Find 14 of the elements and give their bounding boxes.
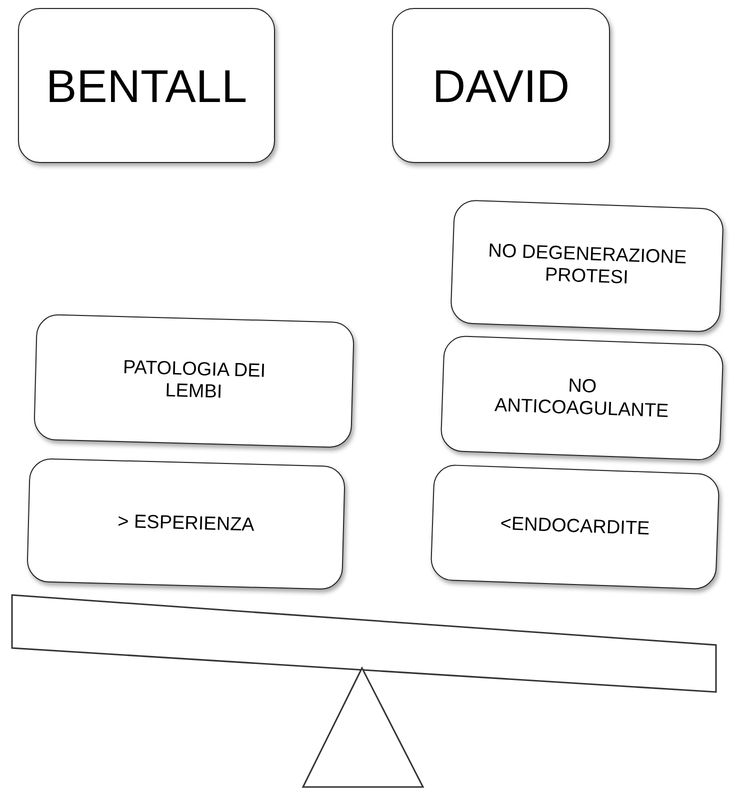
factor-box xyxy=(26,458,346,590)
box-label: PATOLOGIA DEI LEMBI xyxy=(122,356,267,405)
factor-box xyxy=(33,314,355,448)
box-label: NO ANTICOAGULANTE xyxy=(493,374,670,424)
box-label: BENTALL xyxy=(46,58,248,112)
box-label: NO DEGENERAZIONE PROTESI xyxy=(486,240,688,290)
box-label: > ESPERIENZA xyxy=(117,511,255,537)
factor-box xyxy=(430,464,720,590)
factor-box xyxy=(450,199,724,333)
box-label: DAVID xyxy=(432,58,570,112)
factor-box xyxy=(440,335,724,461)
procedure-box xyxy=(18,8,275,163)
box-label: <ENDOCARDITE xyxy=(500,513,650,541)
procedure-box xyxy=(392,8,610,163)
